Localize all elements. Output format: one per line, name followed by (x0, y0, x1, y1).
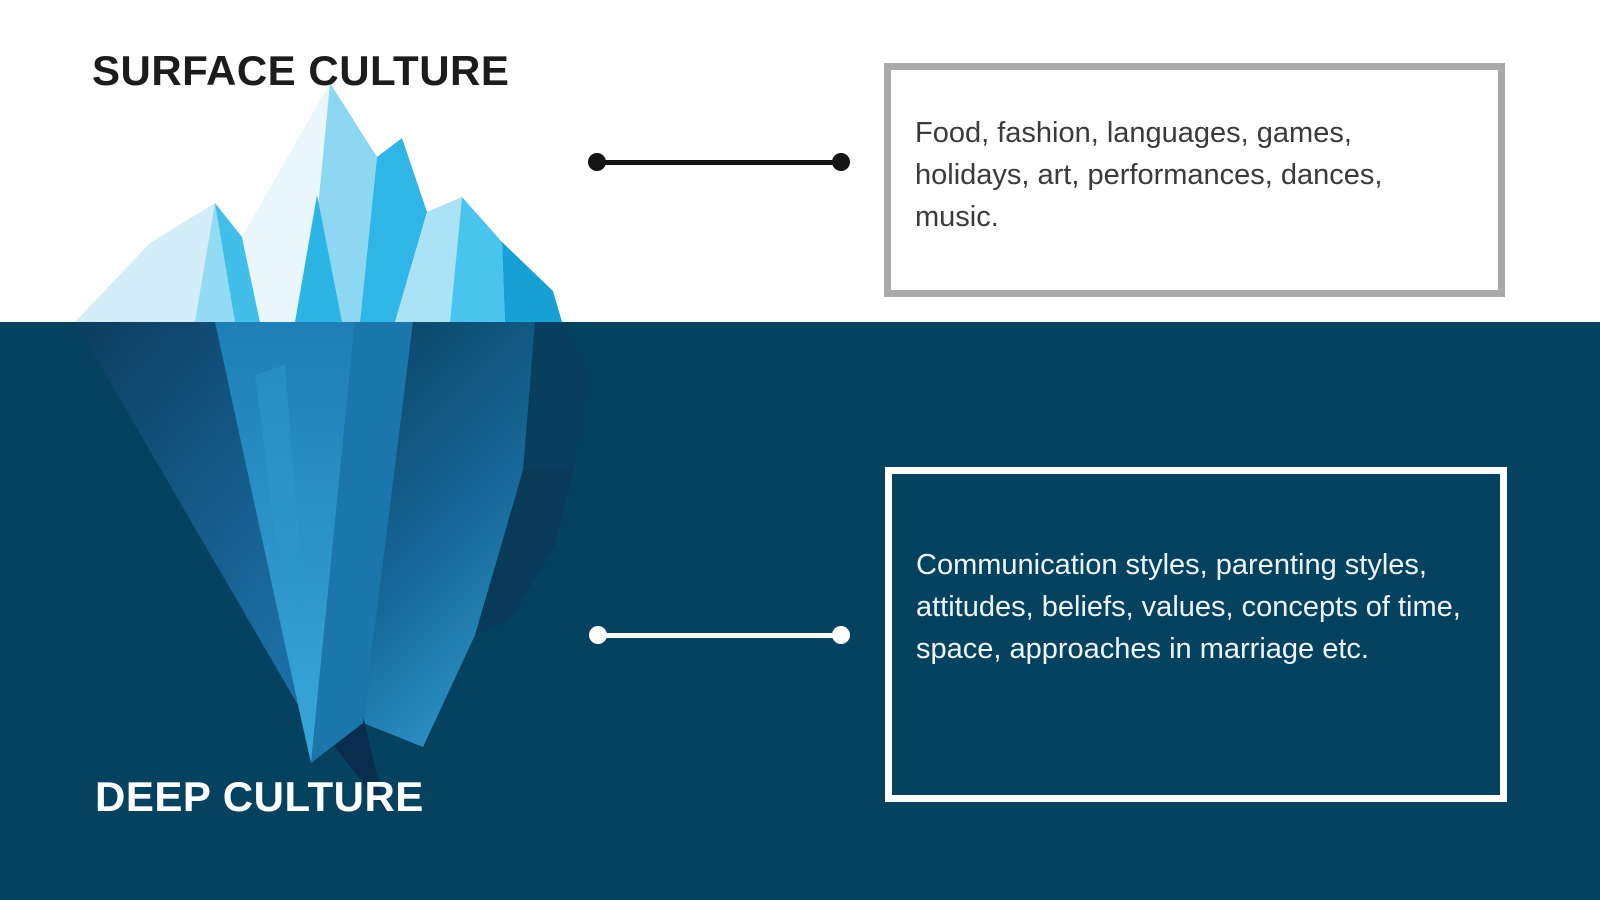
surface-connector (588, 153, 850, 171)
connector-line (597, 633, 842, 638)
iceberg-icon (75, 83, 590, 810)
connector-dot-icon (832, 153, 850, 171)
connector-line (596, 160, 842, 165)
deep-description-box: Communication styles, parenting styles, … (885, 467, 1507, 802)
connector-dot-icon (832, 626, 850, 644)
deep-culture-title: DEEP CULTURE (95, 773, 424, 820)
surface-culture-title: SURFACE CULTURE (92, 47, 510, 94)
deep-connector (589, 626, 850, 644)
surface-description-box: Food, fashion, languages, games, holiday… (884, 63, 1505, 297)
deep-description-text: Communication styles, parenting styles, … (916, 549, 1461, 665)
surface-description-text: Food, fashion, languages, games, holiday… (915, 117, 1383, 233)
